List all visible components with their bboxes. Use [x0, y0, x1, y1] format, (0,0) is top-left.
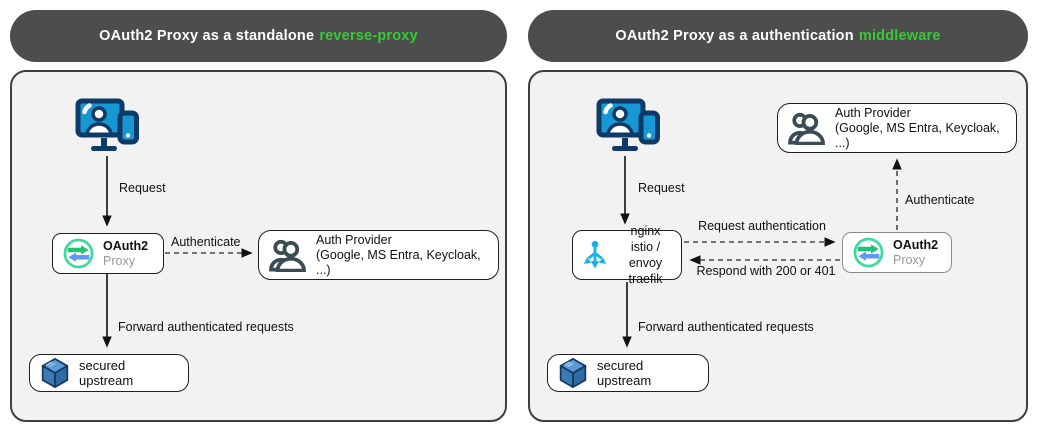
upstream-cube-icon — [558, 357, 588, 389]
auth-provider-subtitle: (Google, MS Entra, Keycloak, ...) — [835, 120, 1000, 150]
left-panel-title: OAuth2 Proxy as a standalone reverse-pro… — [10, 10, 507, 62]
respond-label: Respond with 200 or 401 — [696, 264, 836, 278]
request-label: Request — [119, 181, 166, 195]
right-panel-title-highlight: middleware — [858, 28, 941, 44]
oauth2-proxy-title: OAuth2 — [103, 238, 149, 253]
auth-provider-people-icon — [269, 238, 307, 272]
right-panel-title-text: OAuth2 Proxy as a authentication — [615, 28, 854, 44]
oauth2-proxy-title: OAuth2 — [893, 237, 939, 252]
oauth2-proxy-subtitle: Proxy — [103, 253, 135, 268]
secured-upstream-label: secured upstream — [79, 358, 134, 388]
secured-upstream-label: secured upstream — [597, 358, 652, 388]
authenticate-label: Authenticate — [171, 235, 241, 249]
auth-provider-people-icon — [788, 111, 826, 145]
forward-label: Forward authenticated requests — [118, 320, 294, 334]
ingress-line-istio-envoy: istio / envoy — [628, 239, 663, 270]
auth-middleware-diagram: Request Auth Provider (Google, MS Entra,… — [528, 70, 1028, 422]
oauth2-proxy-node: OAuth2 Proxy — [842, 232, 952, 273]
auth-provider-title: Auth Provider — [835, 105, 911, 120]
oauth2-proxy-node: OAuth2 Proxy — [52, 233, 164, 274]
auth-provider-title: Auth Provider — [316, 232, 392, 247]
auth-provider-subtitle: (Google, MS Entra, Keycloak, ...) — [316, 247, 481, 277]
ingress-node: nginx istio / envoy traefik — [572, 224, 682, 286]
ingress-split-icon — [581, 240, 609, 270]
secured-upstream-node: secured upstream — [29, 354, 189, 392]
left-panel-title-highlight: reverse-proxy — [319, 28, 418, 44]
secured-upstream-node: secured upstream — [547, 354, 709, 392]
ingress-line-traefik: traefik — [628, 272, 663, 287]
ingress-line-nginx: nginx — [630, 223, 661, 238]
left-panel-title-text: OAuth2 Proxy as a standalone — [99, 28, 315, 44]
standalone-reverse-proxy-diagram: Request OAuth2 Proxy Authenticate Auth P… — [10, 70, 507, 422]
right-panel-title: OAuth2 Proxy as a authentication middlew… — [528, 10, 1028, 62]
oauth2-proxy-logo — [63, 238, 94, 269]
forward-label: Forward authenticated requests — [638, 320, 814, 334]
auth-provider-node: Auth Provider (Google, MS Entra, Keycloa… — [258, 230, 499, 280]
user-device-icon — [596, 98, 660, 154]
oauth2-proxy-subtitle: Proxy — [893, 252, 925, 267]
user-device-icon — [75, 98, 139, 154]
request-label: Request — [638, 181, 685, 195]
oauth2-proxy-logo — [853, 237, 884, 268]
authenticate-label: Authenticate — [905, 193, 975, 207]
upstream-cube-icon — [40, 357, 70, 389]
auth-provider-node: Auth Provider (Google, MS Entra, Keycloa… — [777, 103, 1017, 153]
request-authentication-label: Request authentication — [698, 219, 826, 233]
